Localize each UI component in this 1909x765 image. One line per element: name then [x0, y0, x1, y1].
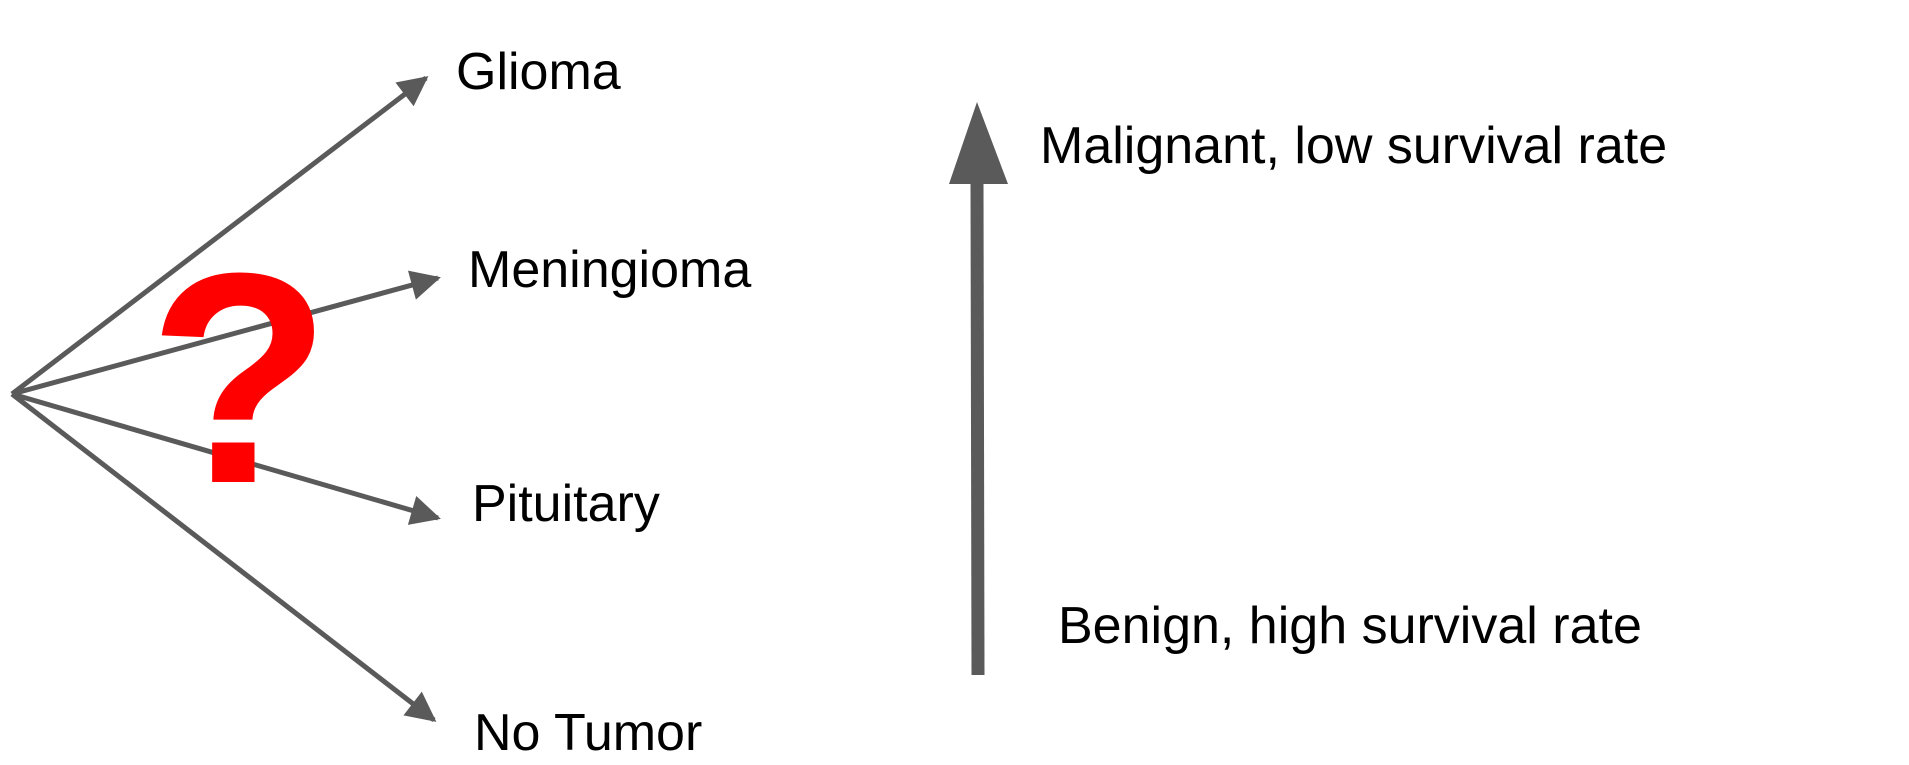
- question-mark-glyph: ?: [148, 210, 332, 546]
- severity-top-label: Malignant, low survival rate: [1040, 117, 1668, 175]
- arrow-to-glioma: [10, 76, 429, 396]
- arrow-to-no-tumor: [10, 392, 437, 722]
- arrow-to-meningioma: [11, 270, 441, 397]
- label-no-tumor: No Tumor: [474, 704, 703, 762]
- severity-bottom-label: Benign, high survival rate: [1058, 597, 1642, 655]
- label-pituitary: Pituitary: [472, 475, 660, 533]
- question-mark: ?: [148, 228, 331, 528]
- severity-arrow-shaft: [970, 181, 985, 676]
- severity-arrow-head: [949, 102, 1008, 184]
- arrow-to-pituitary: [11, 391, 441, 525]
- label-glioma: Glioma: [456, 43, 621, 101]
- label-meningioma: Meningioma: [468, 241, 752, 299]
